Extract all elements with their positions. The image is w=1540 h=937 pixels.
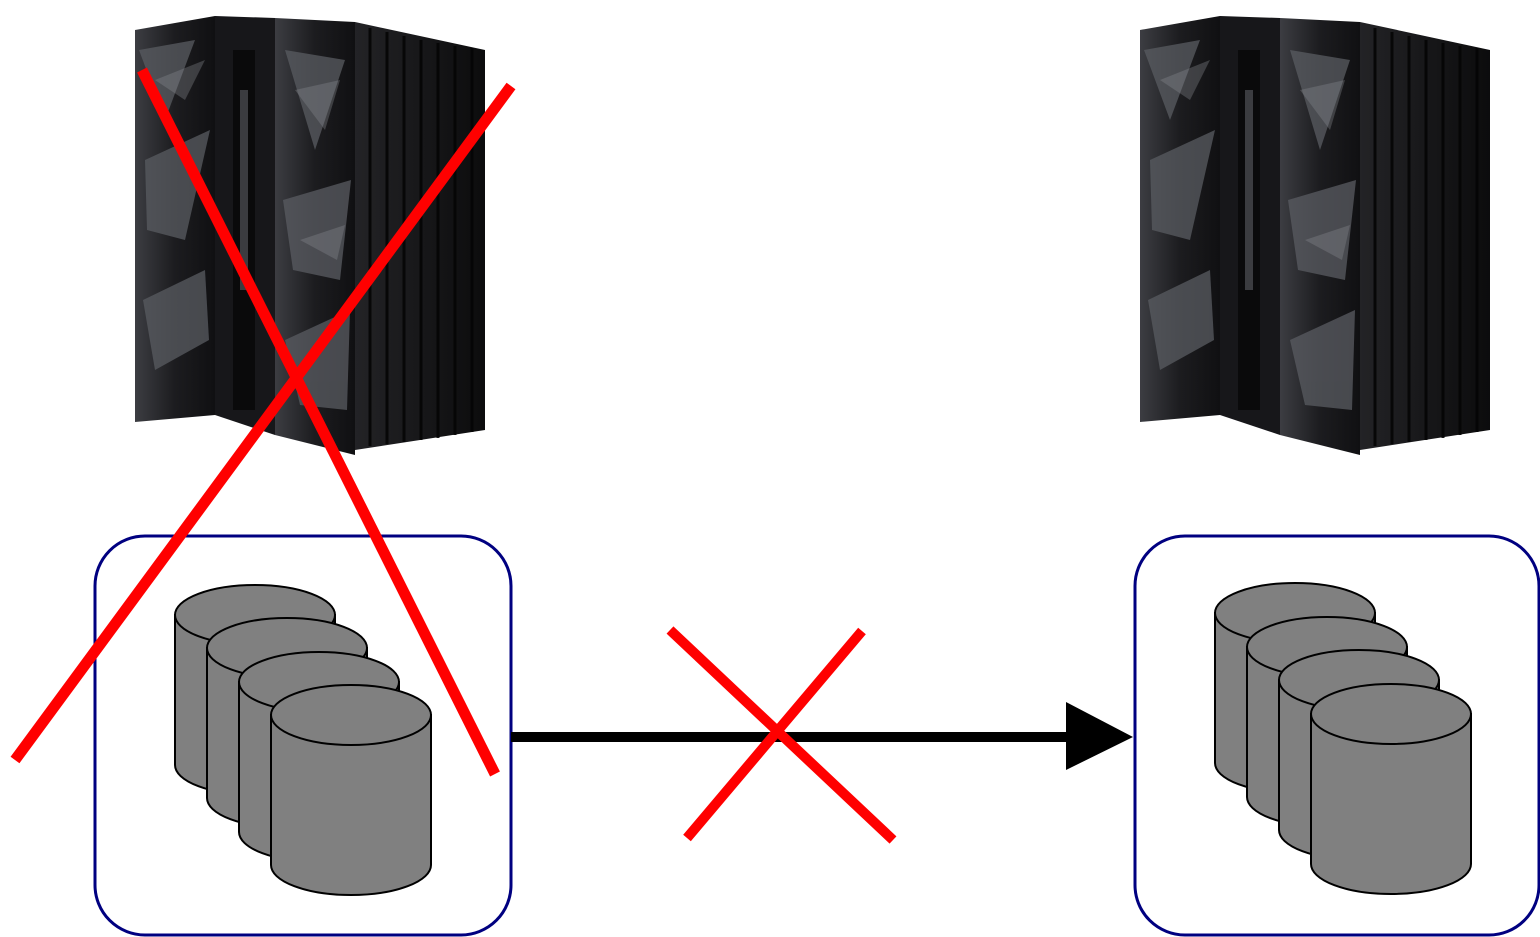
replication-link-failure-cross-icon xyxy=(666,626,897,844)
primary-disk-stack-icon xyxy=(174,584,432,896)
secondary-disk-4 xyxy=(1310,683,1472,895)
secondary-mainframe-server-icon xyxy=(1138,14,1492,457)
primary-disk-4 xyxy=(270,684,432,896)
replication-arrow xyxy=(511,702,1133,770)
primary-mainframe-server-icon xyxy=(133,14,487,457)
secondary-disk-stack-icon xyxy=(1214,582,1472,895)
secondary-site xyxy=(1133,14,1540,937)
arrowhead-icon xyxy=(1066,702,1133,770)
primary-site-failure-cross-icon xyxy=(10,67,516,777)
secondary-storage-box xyxy=(1133,534,1540,937)
primary-site xyxy=(93,14,513,937)
